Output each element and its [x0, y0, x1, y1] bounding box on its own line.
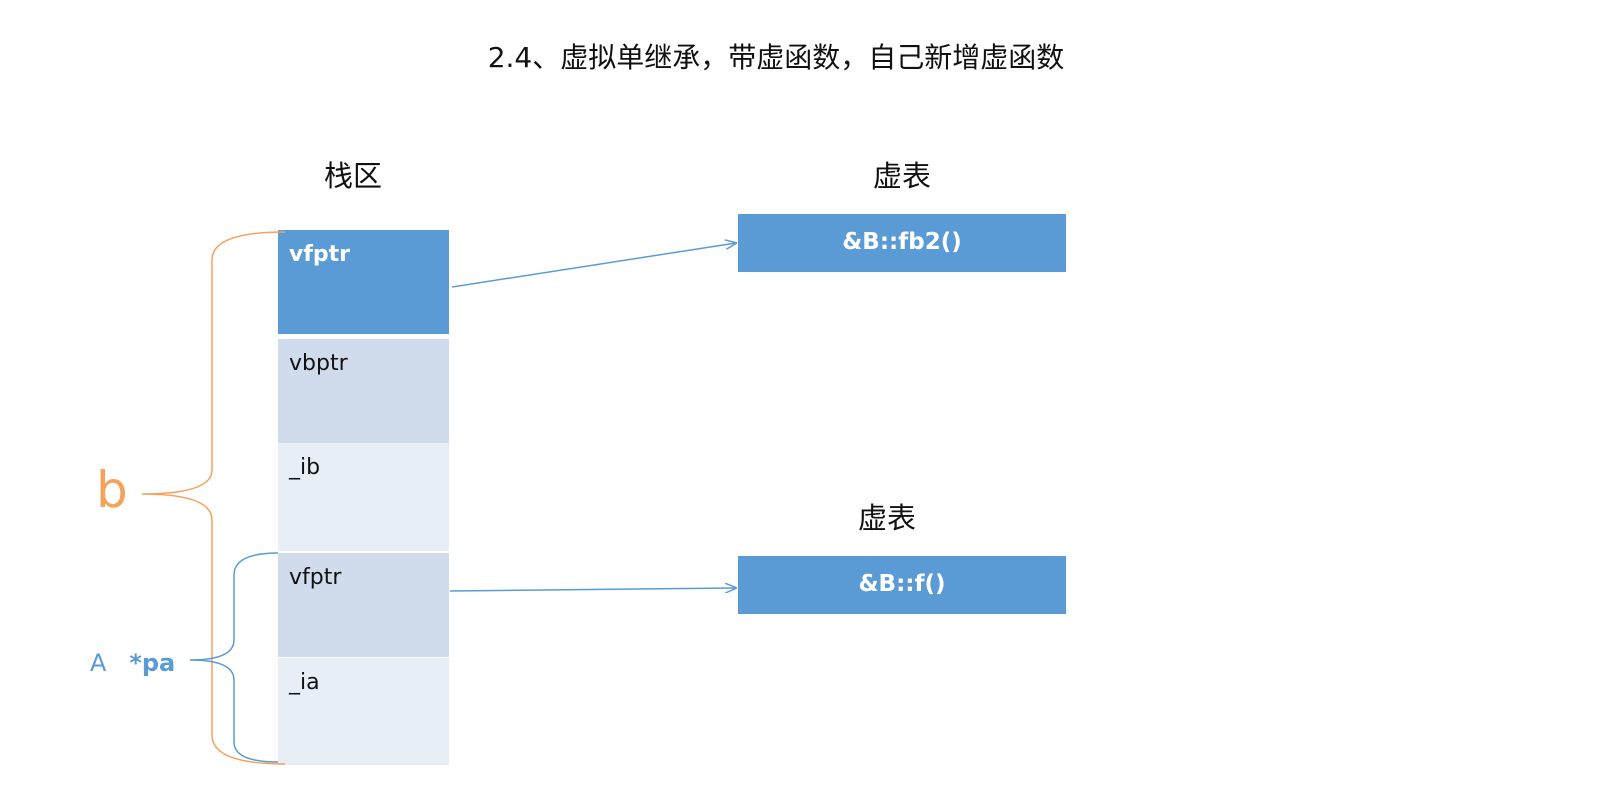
- vtable-entry-f: &B::f(): [738, 556, 1066, 614]
- stack-cell-label: _ib: [289, 455, 321, 480]
- stack-cell-vfptr-b: vfptr: [278, 230, 449, 334]
- stack-cell-label: vfptr: [289, 242, 351, 267]
- page-title: 2.4、虚拟单继承，带虚函数，自己新增虚函数: [487, 41, 1065, 74]
- stack-cell-label: vfptr: [289, 565, 342, 590]
- pointer-name-label: *pa: [129, 649, 176, 677]
- object-b-label: b: [96, 461, 128, 519]
- stack-cell-label: vbptr: [289, 351, 348, 376]
- brace-pa: [189, 552, 279, 763]
- stack-cell-ib: _ib: [278, 443, 449, 551]
- pointer-pa-label: A *pa: [90, 648, 175, 678]
- stack-cell-vfptr-a: vfptr: [278, 553, 449, 657]
- arrow-vfptr-to-f: [449, 588, 736, 591]
- vtable-heading-1: 虚表: [872, 159, 931, 193]
- vtable-entry-fb2: &B::fb2(): [738, 214, 1066, 272]
- stack-cell-label: _ia: [289, 670, 320, 695]
- brace-b: [141, 231, 286, 765]
- arrow-vfptr-to-fb2: [451, 243, 736, 288]
- stack-cell-vbptr: vbptr: [278, 339, 449, 443]
- vtable-heading-2: 虚表: [857, 501, 916, 535]
- pointer-type-label: A: [90, 649, 107, 677]
- stack-heading: 栈区: [323, 159, 382, 193]
- stack-cell-ia: _ia: [278, 658, 449, 765]
